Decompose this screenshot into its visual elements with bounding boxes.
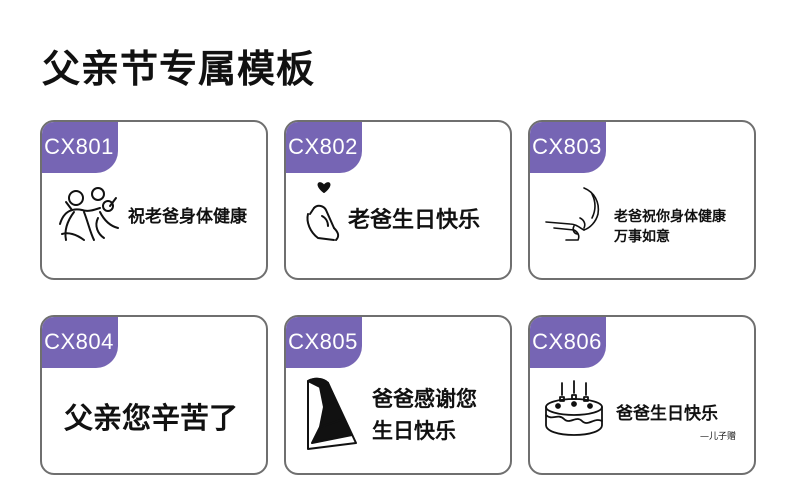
template-code-badge: CX806 (530, 317, 606, 368)
hands-icon (545, 187, 600, 241)
finger-heart-icon (306, 182, 340, 241)
party-hat-icon (307, 377, 357, 450)
template-code-badge: CX805 (286, 317, 362, 368)
greeting-text: 祝老爸身体健康 (128, 207, 247, 227)
template-code-badge: CX801 (42, 122, 118, 173)
template-code-badge: CX803 (530, 122, 606, 173)
greeting-text: 万事如意 (614, 229, 670, 245)
template-card-cx803[interactable]: CX803 老爸祝你身体健康 万事如意 (528, 120, 756, 280)
template-card-cx806[interactable]: CX806 爸爸生日快乐 —儿子赠 (528, 315, 756, 475)
birthday-cake-icon (545, 380, 603, 436)
greeting-text: 爸爸感谢您 (372, 386, 477, 411)
template-code-badge: CX802 (286, 122, 362, 173)
greeting-text: 老爸祝你身体健康 (614, 209, 726, 225)
template-card-cx802[interactable]: CX802 老爸生日快乐 (284, 120, 512, 280)
template-code-badge: CX804 (42, 317, 118, 368)
greeting-text: 生日快乐 (372, 418, 456, 443)
template-card-cx804[interactable]: CX804 父亲您辛苦了 (40, 315, 268, 475)
family-icon (59, 187, 119, 241)
template-card-cx801[interactable]: CX801 祝老爸身体健康 (40, 120, 268, 280)
greeting-text: 爸爸生日快乐 (616, 404, 718, 424)
greeting-text: 父亲您辛苦了 (64, 401, 239, 435)
page-title: 父亲节专属模板 (42, 47, 316, 91)
signature-text: —儿子赠 (700, 432, 737, 442)
template-card-cx805[interactable]: CX805 爸爸感谢您 生日快乐 (284, 315, 512, 475)
greeting-text: 老爸生日快乐 (348, 207, 481, 233)
